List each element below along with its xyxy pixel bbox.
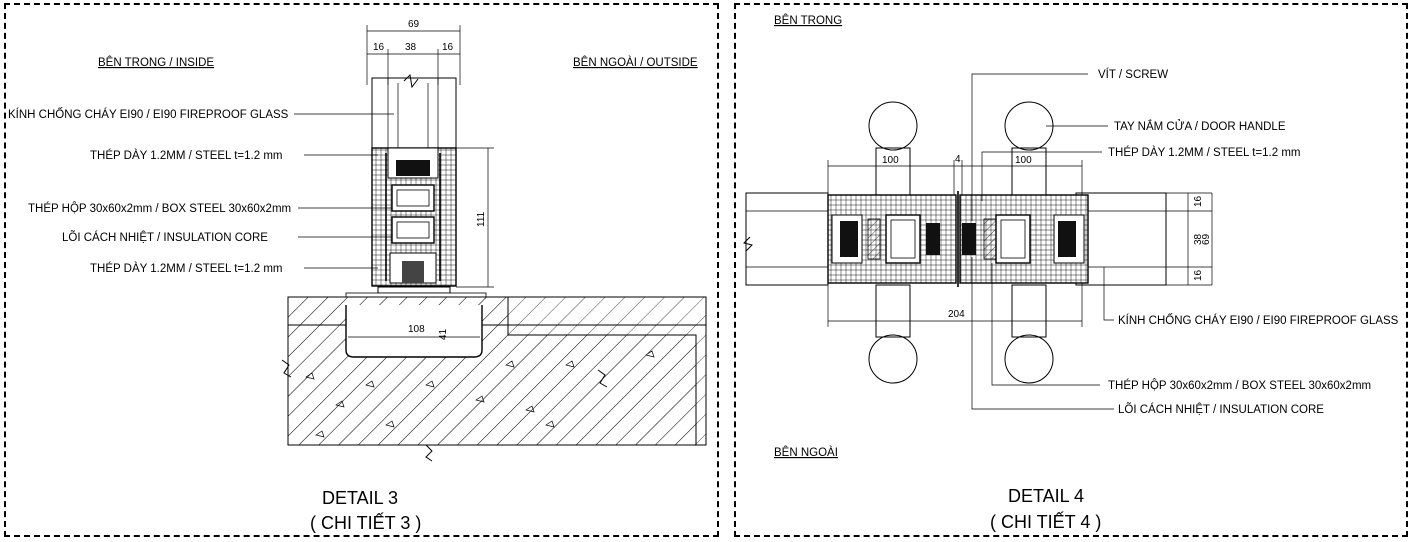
handle-label: TAY NẮM CỬA / DOOR HANDLE [1114, 120, 1286, 133]
insulation-label: LÕI CÁCH NHIỆT / INSULATION CORE [1118, 403, 1324, 416]
steel-label: THÉP DÀY 1.2MM / STEEL t=1.2 mm [1108, 146, 1300, 159]
dim-16-bottom: 16 [1193, 269, 1204, 281]
steel-top-label: THÉP DÀY 1.2MM / STEEL t=1.2 mm [90, 149, 282, 162]
dim-41: 41 [438, 328, 449, 340]
detail-4-panel: BÊN TRONG BÊN NGOÀI [734, 3, 1408, 537]
dim-16-right: 16 [442, 42, 454, 53]
detail-4-drawing: BÊN TRONG BÊN NGOÀI [743, 14, 1399, 532]
box-steel-label: THÉP HỘP 30x60x2mm / BOX STEEL 30x60x2mm [1108, 379, 1371, 392]
detail-4-dims: 100 4 100 204 16 38 16 69 [827, 154, 1213, 327]
dim-100-left: 100 [882, 155, 899, 166]
outside-heading: BÊN NGOÀI [774, 446, 838, 459]
steel-bottom-label: THÉP DÀY 1.2MM / STEEL t=1.2 mm [90, 262, 282, 275]
door-section [345, 73, 487, 298]
glass-label: KÍNH CHỐNG CHÁY EI90 / EI90 FIREPROOF GL… [1118, 313, 1399, 327]
detail-3-drawing: BÊN TRONG / INSIDE BÊN NGOÀI / OUTSIDE 6… [8, 19, 707, 533]
detail-4-leaders [971, 73, 1114, 410]
insulation-label: LÕI CÁCH NHIỆT / INSULATION CORE [62, 231, 268, 244]
box-steel-label: THÉP HỘP 30x60x2mm / BOX STEEL 30x60x2mm [28, 202, 291, 215]
detail-3-leaders [294, 113, 394, 269]
door-handles [868, 101, 1054, 384]
detail-3-subtitle: ( CHI TIẾT 3 ) [310, 512, 421, 533]
detail-3-panel: BÊN TRONG / INSIDE BÊN NGOÀI / OUTSIDE 6… [4, 3, 719, 537]
detail-3-title: DETAIL 3 [322, 488, 398, 508]
outside-heading: BÊN NGOÀI / OUTSIDE [573, 56, 698, 69]
dim-16-top: 16 [1193, 195, 1204, 207]
dim-4: 4 [955, 154, 961, 165]
inside-heading: BÊN TRONG [774, 14, 842, 27]
glass-label: KÍNH CHỐNG CHÁY EI90 / EI90 FIREPROOF GL… [8, 107, 289, 121]
dim-204: 204 [948, 309, 965, 320]
top-dimensions: 69 16 38 16 [366, 19, 461, 85]
dim-38: 38 [405, 42, 417, 53]
dim-111-line: 111 [456, 147, 494, 288]
detail-4-title: DETAIL 4 [1008, 486, 1084, 506]
dim-38: 38 [1193, 233, 1204, 245]
dim-108: 108 [408, 324, 425, 335]
dim-69: 69 [408, 19, 420, 30]
dim-16-left: 16 [373, 42, 385, 53]
dim-69: 69 [1201, 233, 1212, 245]
dim-111: 111 [476, 211, 487, 227]
dim-100-right: 100 [1015, 155, 1032, 166]
screw-label: VÍT / SCREW [1098, 68, 1168, 81]
concrete-floor: 108 41 [281, 296, 707, 462]
detail-4-subtitle: ( CHI TIẾT 4 ) [990, 511, 1101, 532]
inside-heading: BÊN TRONG / INSIDE [98, 56, 214, 69]
door-frames [827, 191, 1089, 287]
